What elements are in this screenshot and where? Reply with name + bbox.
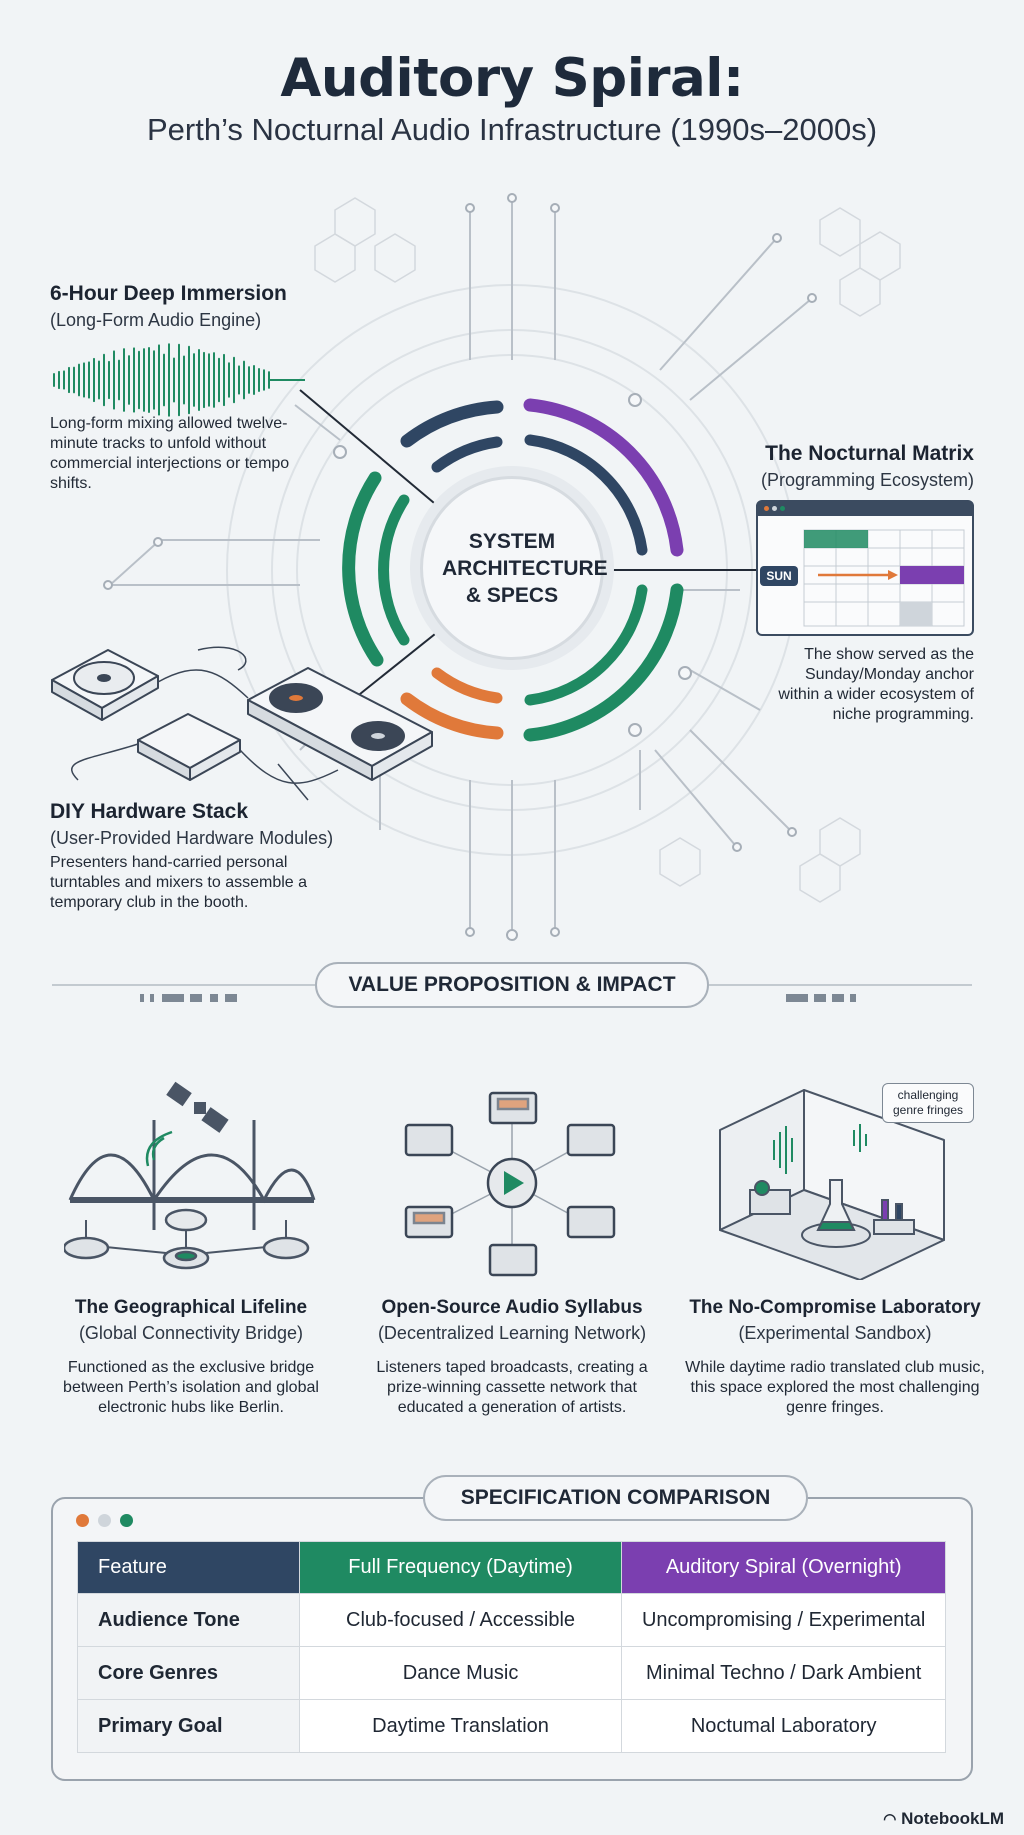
table-header-row: Feature Full Frequency (Daytime) Auditor… — [77, 1541, 946, 1594]
impact-column-geography: The Geographical Lifeline (Global Connec… — [40, 1297, 342, 1418]
laboratory-subtitle: (Experimental Sandbox) — [738, 1323, 932, 1343]
section-divider — [52, 984, 972, 1002]
brand-label: NotebookLM — [901, 1809, 1004, 1828]
geography-body: Functioned as the exclusive bridge betwe… — [63, 1359, 319, 1416]
window-dot-green — [120, 1514, 133, 1527]
table-row: Primary Goal Daytime Translation Noctuma… — [77, 1699, 946, 1753]
deep-immersion-title: 6-Hour Deep Immersion — [50, 282, 287, 305]
laboratory-body: While daytime radio translated club musi… — [685, 1359, 985, 1416]
impact-column-syllabus: Open-Source Audio Syllabus (Decentralize… — [360, 1297, 664, 1418]
table-row: Core Genres Dance Music Minimal Techno /… — [77, 1646, 946, 1700]
laboratory-icon — [719, 1089, 945, 1280]
column-header-daytime: Full Frequency (Daytime) — [298, 1541, 623, 1594]
window-dot-gray — [98, 1514, 111, 1527]
nocturnal-matrix-title: The Nocturnal Matrix — [765, 442, 974, 465]
comparison-table: Feature Full Frequency (Daytime) Auditor… — [77, 1541, 946, 1753]
window-titlebar — [758, 502, 972, 516]
diy-hardware-subtitle: (User-Provided Hardware Modules) — [50, 828, 334, 848]
page-subtitle: Perth’s Nocturnal Audio Infrastructure (… — [146, 112, 878, 147]
cassette-network-icon — [404, 1091, 616, 1277]
geography-subtitle: (Global Connectivity Bridge) — [78, 1323, 304, 1343]
system-hub: SYSTEM ARCHITECTURE & SPECS — [420, 476, 608, 660]
table-cell: Noctumal Laboratory — [621, 1699, 946, 1753]
deep-immersion-block: 6-Hour Deep Immersion (Long-Form Audio E… — [50, 282, 370, 331]
calendar-day-badge: SUN — [760, 566, 798, 586]
notebooklm-logo-icon: ◠ — [883, 1811, 897, 1828]
table-cell: Club-focused / Accessible — [298, 1593, 623, 1647]
schedule-grid — [803, 529, 965, 627]
page-title: Auditory Spiral: — [280, 48, 744, 109]
syllabus-title: Open-Source Audio Syllabus — [381, 1297, 643, 1318]
diy-hardware-body: Presenters hand-carried personal turntab… — [50, 854, 308, 911]
column-header-overnight: Auditory Spiral (Overnight) — [621, 1541, 946, 1594]
nocturnal-matrix-subtitle: (Programming Ecosystem) — [760, 470, 974, 490]
schedule-window — [756, 500, 974, 636]
table-row: Audience Tone Club-focused / Accessible … — [77, 1593, 946, 1647]
diy-hardware-block: DIY Hardware Stack (User-Provided Hardwa… — [50, 800, 390, 849]
deep-immersion-body: Long-form mixing allowed twelve-minute t… — [50, 415, 290, 492]
value-proposition-header: VALUE PROPOSITION & IMPACT — [315, 962, 709, 1008]
syllabus-subtitle: (Decentralized Learning Network) — [377, 1323, 647, 1343]
satellite-bridge-icon — [64, 1081, 316, 1270]
row-label: Core Genres — [77, 1646, 300, 1700]
laboratory-title: The No-Compromise Laboratory — [689, 1297, 981, 1318]
row-label: Primary Goal — [77, 1699, 300, 1753]
table-cell: Minimal Techno / Dark Ambient — [621, 1646, 946, 1700]
table-cell: Uncompromising / Experimental — [621, 1593, 946, 1647]
architecture-diagram — [103, 193, 901, 941]
nocturnal-matrix-body: The show served as the Sunday/Monday anc… — [778, 646, 974, 723]
table-cell: Dance Music — [298, 1646, 623, 1700]
waveform-icon — [53, 343, 305, 417]
notebooklm-brand: ◠ NotebookLM — [883, 1809, 1004, 1829]
row-label: Audience Tone — [77, 1593, 300, 1647]
column-header-feature: Feature — [77, 1541, 300, 1594]
hub-label: SYSTEM ARCHITECTURE & SPECS — [442, 529, 608, 607]
comparison-header: SPECIFICATION COMPARISON — [423, 1475, 808, 1521]
deep-immersion-subtitle: (Long-Form Audio Engine) — [50, 310, 262, 330]
window-dot-orange — [76, 1514, 89, 1527]
geography-title: The Geographical Lifeline — [74, 1297, 308, 1318]
impact-column-laboratory: The No-Compromise Laboratory (Experiment… — [680, 1297, 990, 1418]
nocturnal-matrix-block: The Nocturnal Matrix (Programming Ecosys… — [640, 442, 974, 491]
diy-hardware-title: DIY Hardware Stack — [50, 800, 249, 823]
syllabus-body: Listeners taped broadcasts, creating a p… — [376, 1359, 648, 1416]
table-cell: Daytime Translation — [298, 1699, 623, 1753]
speech-bubble: challenging genre fringes — [882, 1083, 974, 1123]
dj-hardware-icon — [51, 646, 433, 801]
